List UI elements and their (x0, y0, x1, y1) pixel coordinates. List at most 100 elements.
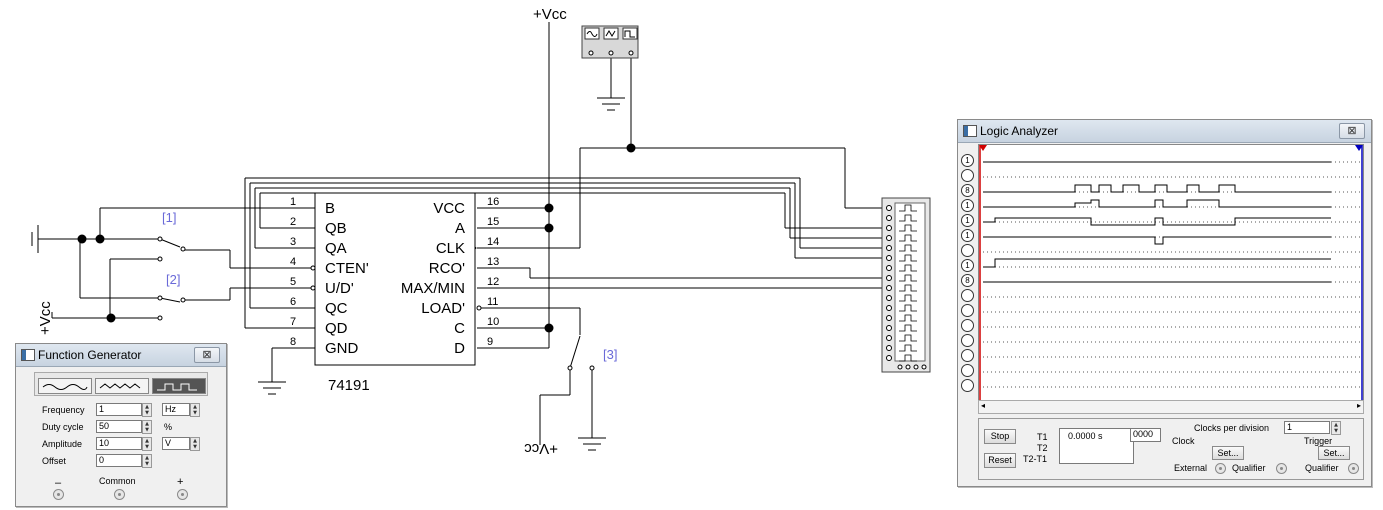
connector-pin[interactable] (886, 315, 892, 321)
triangle-wave-button[interactable] (95, 378, 149, 394)
ic-right-pin-number: 13 (487, 256, 499, 268)
close-button[interactable]: ⊠ (194, 347, 220, 363)
ic-left-pin-name: QC (325, 300, 348, 317)
duty-cycle-label: Duty cycle (42, 422, 84, 432)
clock-qualifier-terminal[interactable] (1276, 463, 1287, 474)
pulse-icon (899, 254, 917, 262)
connector-terminal[interactable] (921, 364, 927, 370)
channel-indicator (961, 319, 974, 332)
close-button[interactable]: ⊠ (1339, 123, 1365, 139)
terminal-plus[interactable] (177, 489, 188, 500)
timing-waveforms (979, 145, 1363, 401)
ic-left-pin-number: 4 (290, 256, 296, 268)
connector-terminal[interactable] (897, 364, 903, 370)
amplitude-input[interactable]: 10 (96, 437, 142, 450)
ic-right-pin-number: 12 (487, 276, 499, 288)
connector-pin[interactable] (886, 275, 892, 281)
terminal-common[interactable] (114, 489, 125, 500)
amplitude-unit-select[interactable]: V (162, 437, 190, 450)
ic-74191-body[interactable] (314, 192, 476, 366)
ic-left-pin-number: 8 (290, 336, 296, 348)
switch-1-label: [1] (162, 210, 176, 225)
ic-right-pin-number: 11 (487, 296, 498, 308)
connector-pin[interactable] (886, 345, 892, 351)
scroll-right-icon[interactable]: ▸ (1356, 401, 1361, 410)
pulse-icon (899, 264, 917, 272)
ic-left-pin-name: QA (325, 240, 347, 257)
waveform-display[interactable] (978, 144, 1364, 402)
terminal-minus[interactable] (53, 489, 64, 500)
channel-indicator: 8 (961, 274, 974, 287)
trigger-qualifier-terminal[interactable] (1348, 463, 1359, 474)
connector-pin[interactable] (886, 295, 892, 301)
cursor-1-marker[interactable] (979, 145, 987, 151)
sine-wave-button[interactable] (38, 378, 92, 394)
duty-cycle-input[interactable]: 50 (96, 420, 142, 433)
connector-pin[interactable] (886, 355, 892, 361)
pulse-icon (899, 224, 917, 232)
offset-input[interactable]: 0 (96, 454, 142, 467)
frequency-unit-select[interactable]: Hz (162, 403, 190, 416)
channel-trace (983, 184, 1331, 193)
amplitude-spinner[interactable]: ▲▼ (142, 437, 152, 451)
logic-analyzer-titlebar[interactable]: Logic Analyzer ⊠ (958, 120, 1371, 143)
ic-right-pin-name: A (455, 220, 465, 237)
connector-pin[interactable] (886, 265, 892, 271)
ic-left-pin-name: U/D' (325, 280, 354, 297)
analyzer-controls: Stop Reset T1 T2 T2-T1 0.0000 s 0000 Clo… (978, 418, 1364, 480)
scroll-left-icon[interactable]: ◂ (981, 401, 986, 410)
connector-pin[interactable] (886, 215, 892, 221)
clocks-per-division-label: Clocks per division (1194, 423, 1270, 433)
connector-pin[interactable] (886, 255, 892, 261)
function-generator-titlebar[interactable]: Function Generator ⊠ (16, 344, 226, 367)
reset-button[interactable]: Reset (984, 453, 1016, 468)
ic-left-pin-number: 3 (290, 236, 296, 248)
ic-right-pin-number: 10 (487, 316, 499, 328)
amplitude-label: Amplitude (42, 439, 83, 449)
channel-indicator (961, 334, 974, 347)
trigger-set-button[interactable]: Set... (1318, 446, 1350, 460)
ic-part-number: 74191 (328, 377, 370, 394)
connector-terminal[interactable] (905, 364, 911, 370)
connector-pin[interactable] (886, 245, 892, 251)
frequency-spinner[interactable]: ▲▼ (142, 403, 152, 417)
external-terminal[interactable] (1215, 463, 1226, 474)
switch-2-label: [2] (166, 272, 180, 287)
connector-terminal[interactable] (913, 364, 919, 370)
duty-cycle-spinner[interactable]: ▲▼ (142, 420, 152, 434)
connector-pin[interactable] (886, 225, 892, 231)
horizontal-scrollbar[interactable]: ◂ ▸ (978, 400, 1364, 414)
switch-3-label: [3] (603, 347, 617, 362)
clock-set-button[interactable]: Set... (1212, 446, 1244, 460)
connector-pin[interactable] (886, 285, 892, 291)
connector-pin[interactable] (886, 235, 892, 241)
ic-right-pin-name: RCO' (429, 260, 465, 277)
connector-pin[interactable] (886, 335, 892, 341)
stop-button[interactable]: Stop (984, 429, 1016, 444)
square-wave-button[interactable] (152, 378, 206, 394)
channel-trace (983, 258, 1331, 268)
connector-pin[interactable] (886, 325, 892, 331)
frequency-label: Frequency (42, 405, 85, 415)
clocks-per-division-spinner[interactable]: ▲▼ (1331, 421, 1341, 435)
clocks-per-division-input[interactable]: 1 (1284, 421, 1330, 434)
pulse-icon (899, 344, 917, 352)
frequency-input[interactable]: 1 (96, 403, 142, 416)
frequency-unit-spinner[interactable]: ▲▼ (190, 403, 200, 417)
connector-pin[interactable] (886, 205, 892, 211)
cursor-2-marker[interactable] (1355, 145, 1363, 151)
offset-spinner[interactable]: ▲▼ (142, 454, 152, 468)
pulse-icon (899, 214, 917, 222)
triangle-wave-icon (99, 383, 141, 389)
external-label: External (1174, 463, 1208, 473)
function-generator-window[interactable]: Function Generator ⊠ Frequency 1 ▲▼ Hz ▲… (15, 343, 227, 507)
connector-pin[interactable] (886, 305, 892, 311)
amplitude-unit-spinner[interactable]: ▲▼ (190, 437, 200, 451)
hex-readout: 0000 (1130, 428, 1161, 442)
ic-right-pin-name: LOAD' (421, 300, 465, 317)
channel-indicator: 1 (961, 154, 974, 167)
oscilloscope-instrument[interactable] (581, 25, 639, 59)
